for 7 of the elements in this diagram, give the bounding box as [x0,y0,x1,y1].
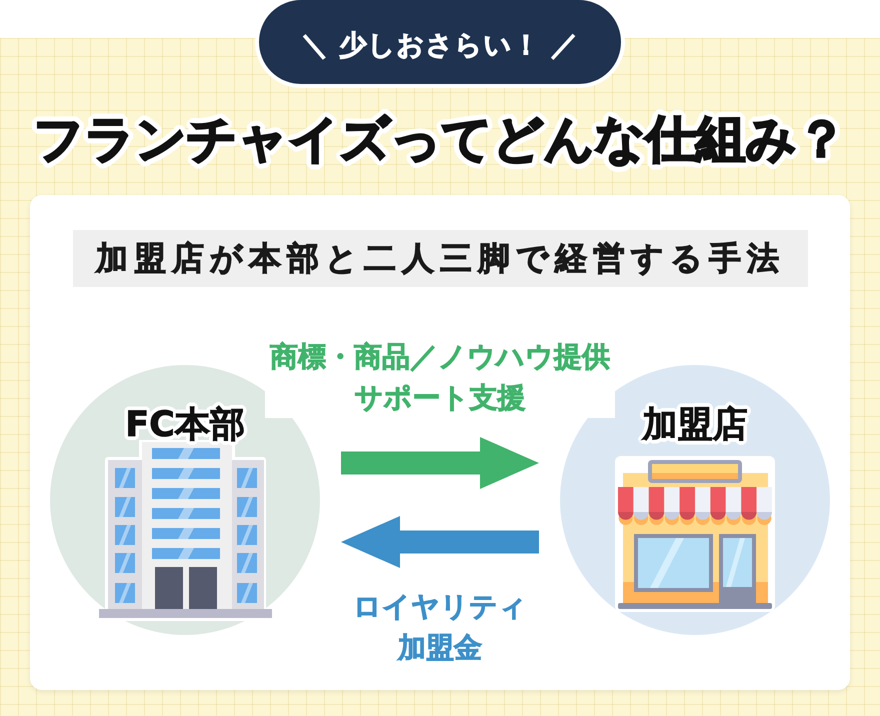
subtitle-band: 加盟店が本部と二人三脚で経営する手法 [73,230,808,287]
arrow [341,437,539,489]
heading-badge: ＼ 少しおさらい！ ／ [255,0,625,88]
node-label: FC本部 [125,404,245,447]
page-title: フランチャイズってどんな仕組み？ [32,109,848,170]
node-label: 加盟店 [642,404,748,447]
arrow [341,516,539,568]
